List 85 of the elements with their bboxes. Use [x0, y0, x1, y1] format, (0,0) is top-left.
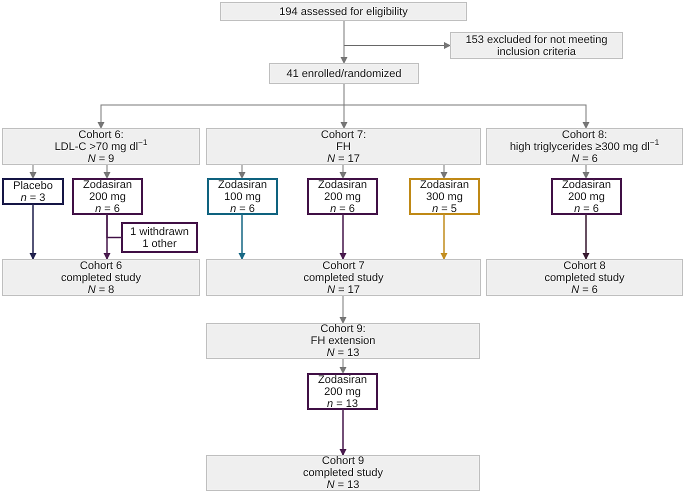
process-box [2, 128, 200, 165]
box-text: completed study [543, 272, 626, 284]
process-box [2, 259, 200, 296]
box-text: n = 6 [329, 202, 356, 214]
box-text: N = 6 [570, 152, 599, 164]
box-text: N = 6 [570, 284, 599, 296]
process-box [220, 2, 467, 21]
process-box [450, 32, 623, 59]
box-text: 194 assessed for eligibility [278, 6, 409, 18]
process-box [486, 259, 683, 296]
box-text: 200 mg [323, 386, 362, 398]
box-text: N = 17 [326, 152, 361, 164]
arrow [238, 215, 246, 260]
arm-box [551, 178, 622, 215]
box-text: Zodasiran [317, 374, 368, 386]
box-text: completed study [302, 272, 385, 284]
box-text: n = 6 [94, 202, 121, 214]
box-text: N = 8 [86, 284, 116, 296]
box-text: FH extension [310, 335, 376, 347]
box-text: Placebo [12, 180, 54, 192]
box-text: n = 13 [326, 398, 359, 410]
arrow [340, 410, 346, 456]
arrow [340, 358, 346, 374]
box-text: Cohort 9 [320, 455, 366, 467]
box-text: Cohort 6: [77, 128, 125, 140]
box-text: high triglycerides ≥300 mg dl$^{−1}$ [508, 140, 660, 152]
box-text: 300 mg [425, 190, 464, 202]
box-text: Cohort 7 [321, 260, 366, 272]
arrow [104, 164, 110, 179]
box-text: completed study [302, 467, 384, 479]
box-text: Zodasiran [217, 178, 268, 190]
box-text: n = 6 [573, 202, 600, 214]
process-box [269, 63, 419, 84]
arrow [344, 84, 590, 129]
box-text: Cohort 7: [320, 128, 368, 140]
arrow [238, 164, 246, 179]
box-text: 200 mg [567, 190, 606, 202]
box-text: N = 13 [326, 347, 360, 359]
box-text: 41 enrolled/randomized [286, 68, 402, 80]
arrow [340, 215, 346, 260]
arm-box [72, 178, 143, 215]
connector-line [106, 215, 121, 238]
process-box [206, 455, 480, 491]
box-text: Cohort 8 [562, 260, 607, 272]
box-text: FH [335, 140, 352, 152]
box-text: LDL-C >70 mg dl$^{−1}$ [54, 140, 148, 152]
box-text: 200 mg [323, 190, 362, 202]
arm-box [121, 222, 198, 253]
box-text: Zodasiran [561, 178, 612, 190]
arrow [582, 215, 590, 260]
process-box [206, 259, 481, 296]
arrow [440, 164, 448, 179]
box-text: N = 13 [326, 479, 360, 491]
box-text: 1 other [141, 238, 178, 250]
box-text: 200 mg [88, 190, 127, 202]
box-text: Cohort 6 [78, 260, 124, 272]
box-text: completed study [60, 272, 142, 284]
process-box [206, 128, 481, 165]
box-text: N = 9 [86, 152, 116, 164]
process-box [206, 323, 480, 359]
box-text: Cohort 9: [319, 323, 367, 335]
box-text: Zodasiran [82, 178, 133, 190]
arrow [440, 215, 448, 260]
arrow [340, 164, 346, 179]
arrow [340, 296, 346, 324]
box-text: n = 3 [20, 192, 46, 204]
process-box [486, 128, 683, 165]
arrow [344, 20, 451, 49]
box-text: Cohort 8: [560, 128, 608, 140]
box-text: Zodasiran [419, 178, 470, 190]
box-text: 153 excluded for not meeting inclusion criteria [464, 34, 608, 58]
arm-box [207, 178, 278, 215]
arrow [30, 164, 36, 179]
box-text: N = 17 [326, 284, 361, 296]
arm-box [307, 373, 378, 410]
arm-box [2, 178, 64, 205]
arm-box [409, 178, 480, 215]
arrow [30, 205, 36, 260]
box-text: 1 withdrawn [129, 226, 190, 238]
box-text: Zodasiran [317, 178, 368, 190]
box-text: n = 6 [229, 202, 256, 214]
arrow [582, 164, 590, 179]
box-text: n = 5 [431, 202, 458, 214]
arm-box [307, 178, 378, 215]
box-text: 100 mg [223, 190, 262, 202]
